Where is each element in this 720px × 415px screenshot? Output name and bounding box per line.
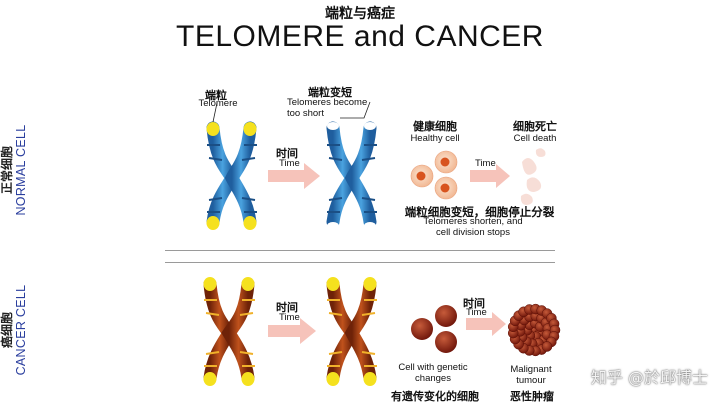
dying-cells (520, 148, 546, 205)
malignant-tumour (507, 303, 561, 357)
time-label-zh-4: 时间 (463, 297, 485, 310)
shorten-label-en: Telomeres become too short (287, 97, 368, 119)
cell-death-label-en: Cell death (513, 133, 557, 144)
watermark: 知乎 @於邱博士 (590, 368, 708, 387)
healthy-cell-label-zh: 健康细胞 (413, 120, 457, 133)
shorten-label-zh: 端粒变短 (308, 86, 352, 99)
telomere-label-en: Telomere (198, 98, 238, 109)
diagram-graphics (203, 101, 561, 386)
section-divider (165, 250, 555, 251)
malignant-label-en: Malignant tumour (510, 364, 552, 386)
cell-death-label-zh: 细胞死亡 (513, 120, 557, 133)
title-english: TELOMERE and CANCER (176, 20, 544, 53)
genetic-cell-label-en: Cell with genetic changes (398, 362, 468, 384)
arrow-time-cell (470, 164, 510, 188)
arrow-time-normal (268, 163, 320, 189)
genetic-change-cells (411, 305, 457, 353)
normal-chromosome-before (206, 121, 257, 230)
time-label-en-3: Time (279, 312, 300, 323)
genetic-cell-label-zh: 有遗传变化的细胞 (391, 390, 479, 403)
healthy-cell-label-en: Healthy cell (410, 133, 460, 144)
telomere-label-zh: 端粒 (205, 89, 227, 102)
time-label-zh-3: 时间 (276, 301, 298, 314)
section-divider-2 (165, 262, 555, 263)
time-label-en-2: Time (475, 158, 496, 169)
time-label-en-4: Time (466, 307, 487, 318)
normal-chromosome-after (326, 121, 377, 230)
time-label-en-1: Time (279, 158, 300, 169)
arrow-time-tumour (466, 312, 506, 336)
malignant-label-zh: 恶性肿瘤 (510, 390, 554, 403)
time-label-zh-1: 时间 (276, 147, 298, 160)
cancer-chromosome-after (326, 277, 377, 386)
caption-en: Telomeres shorten, and cell division sto… (423, 216, 523, 238)
healthy-cells (410, 150, 458, 200)
caption-zh: 端粒细胞变短，细胞停止分裂 (404, 205, 555, 219)
cancer-chromosome-before (203, 277, 255, 386)
title-chinese: 端粒与癌症 (325, 6, 395, 22)
arrow-time-cancer (268, 318, 316, 344)
tumour-cell (541, 341, 553, 352)
